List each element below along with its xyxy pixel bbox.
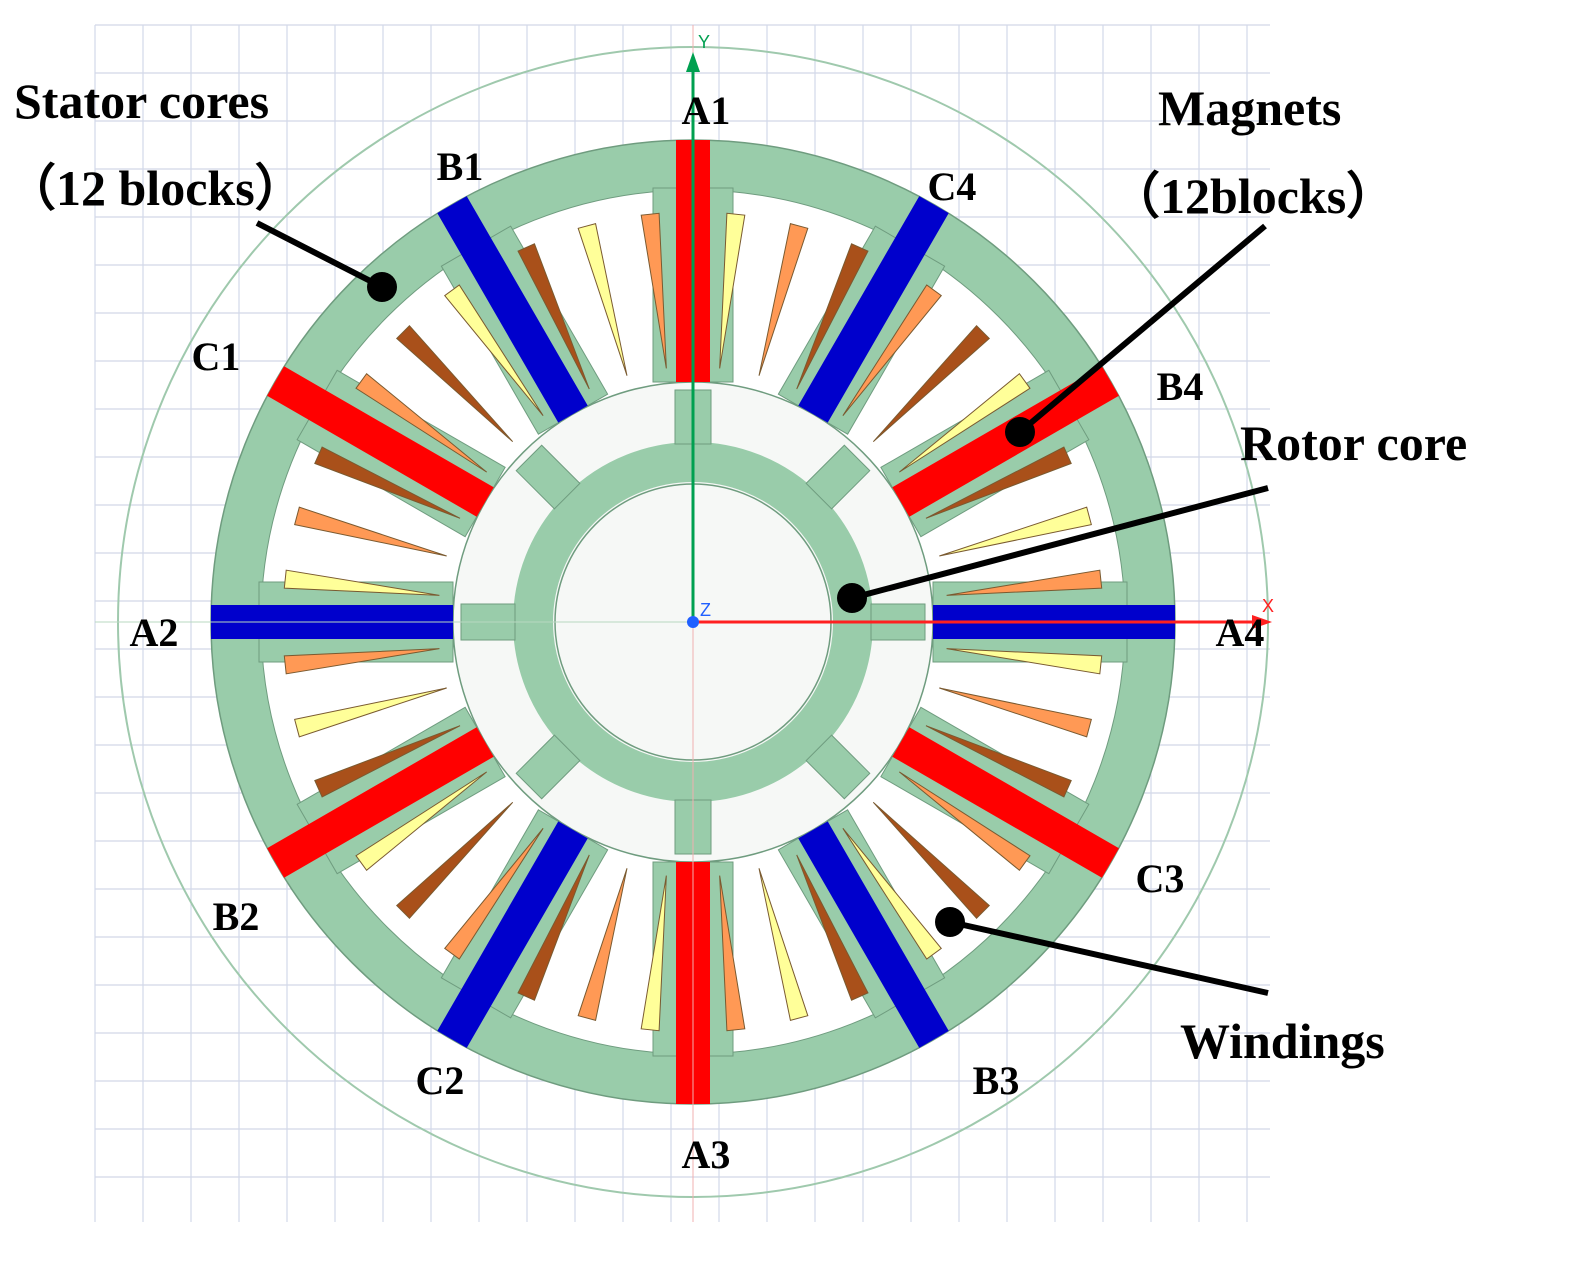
stator-cores-count-label: （12 blocks） <box>6 160 305 216</box>
magnet-block <box>892 727 1119 878</box>
magnets-callout-line <box>1018 223 1267 435</box>
rotor-callout-line <box>851 485 1269 601</box>
winding-coil <box>517 243 590 390</box>
rotor-core-label: Rotor core <box>1240 415 1467 471</box>
magnet-block <box>892 366 1119 517</box>
magnet-block <box>267 727 494 878</box>
windings-callout-line <box>949 919 1269 996</box>
label-A3: A3 <box>682 1132 731 1177</box>
rotor-spoke <box>805 444 871 510</box>
position-labels: A1 C4 B4 A4 C3 B3 A3 C2 B2 A2 C1 B1 <box>130 88 1265 1177</box>
label-C1: C1 <box>192 334 241 379</box>
label-B4: B4 <box>1157 364 1204 409</box>
label-C2: C2 <box>416 1058 465 1103</box>
label-A2: A2 <box>130 610 179 655</box>
winding-coil <box>444 284 544 417</box>
winding-coil <box>898 373 1031 473</box>
label-C4: C4 <box>928 164 977 209</box>
magnets-label: Magnets <box>1158 80 1341 136</box>
winding-coil <box>444 827 544 960</box>
winding-coil <box>577 223 628 376</box>
winding-coil <box>355 771 488 871</box>
winding-coil <box>758 223 809 376</box>
rotor-spoke <box>515 444 581 510</box>
magnets-callout-dot <box>1005 417 1035 447</box>
winding-coil <box>577 868 628 1021</box>
stator-callout-dot <box>367 272 397 302</box>
winding-coil <box>517 854 590 1001</box>
winding-coil <box>640 875 667 1032</box>
winding-coil <box>294 687 447 738</box>
label-C3: C3 <box>1136 856 1185 901</box>
winding-coil <box>796 854 869 1001</box>
stator-callout-line <box>255 220 384 290</box>
winding-coil <box>925 725 1072 798</box>
rotor-callout-dot <box>837 583 867 613</box>
winding-coil <box>395 801 514 920</box>
label-A1: A1 <box>682 88 731 133</box>
winding-coil <box>355 373 488 473</box>
winding-coil <box>758 868 809 1021</box>
y-axis-label: Y <box>698 32 710 52</box>
axes-group: X Y Z <box>95 25 1274 1222</box>
winding-coil <box>283 648 440 675</box>
x-axis-arrowhead <box>1252 615 1272 629</box>
winding-coil <box>640 212 667 369</box>
coordinate-origin-icon <box>687 616 699 628</box>
magnet-block <box>437 196 588 423</box>
callouts <box>255 220 1269 996</box>
winding-coil <box>925 446 1072 519</box>
magnets-count-label: （12blocks） <box>1110 168 1396 224</box>
winding-coil <box>395 324 514 443</box>
winding-coil <box>946 569 1103 596</box>
winding-coil <box>842 827 942 960</box>
winding-coil <box>314 446 461 519</box>
winding-coil <box>842 284 942 417</box>
winding-coil <box>796 243 869 390</box>
winding-coil <box>939 687 1092 738</box>
x-axis-label: X <box>1262 596 1274 616</box>
winding-coil <box>294 506 447 557</box>
winding-coil <box>946 648 1103 675</box>
label-B1: B1 <box>437 144 484 189</box>
winding-coil <box>898 771 1031 871</box>
winding-coil <box>719 212 746 369</box>
magnet-block <box>798 196 949 423</box>
windings-label: Windings <box>1180 1013 1385 1069</box>
winding-coil <box>872 801 991 920</box>
windings-group <box>283 212 1103 1032</box>
winding-coil <box>719 875 746 1032</box>
rotor-spoke <box>805 734 871 800</box>
magnet-block <box>437 821 588 1048</box>
label-B3: B3 <box>973 1058 1020 1103</box>
rotor-spoke <box>515 734 581 800</box>
z-axis-label: Z <box>700 600 711 620</box>
y-axis-arrowhead <box>686 52 700 72</box>
label-A4: A4 <box>1216 610 1265 655</box>
stator-cores-label: Stator cores <box>14 73 269 129</box>
winding-coil <box>314 725 461 798</box>
winding-coil <box>872 324 991 443</box>
winding-coil <box>939 506 1092 557</box>
magnet-block <box>267 366 494 517</box>
winding-coil <box>283 569 440 596</box>
label-B2: B2 <box>213 894 260 939</box>
windings-callout-dot <box>935 907 965 937</box>
magnet-block <box>798 821 949 1048</box>
magnets-group <box>211 140 1175 1104</box>
